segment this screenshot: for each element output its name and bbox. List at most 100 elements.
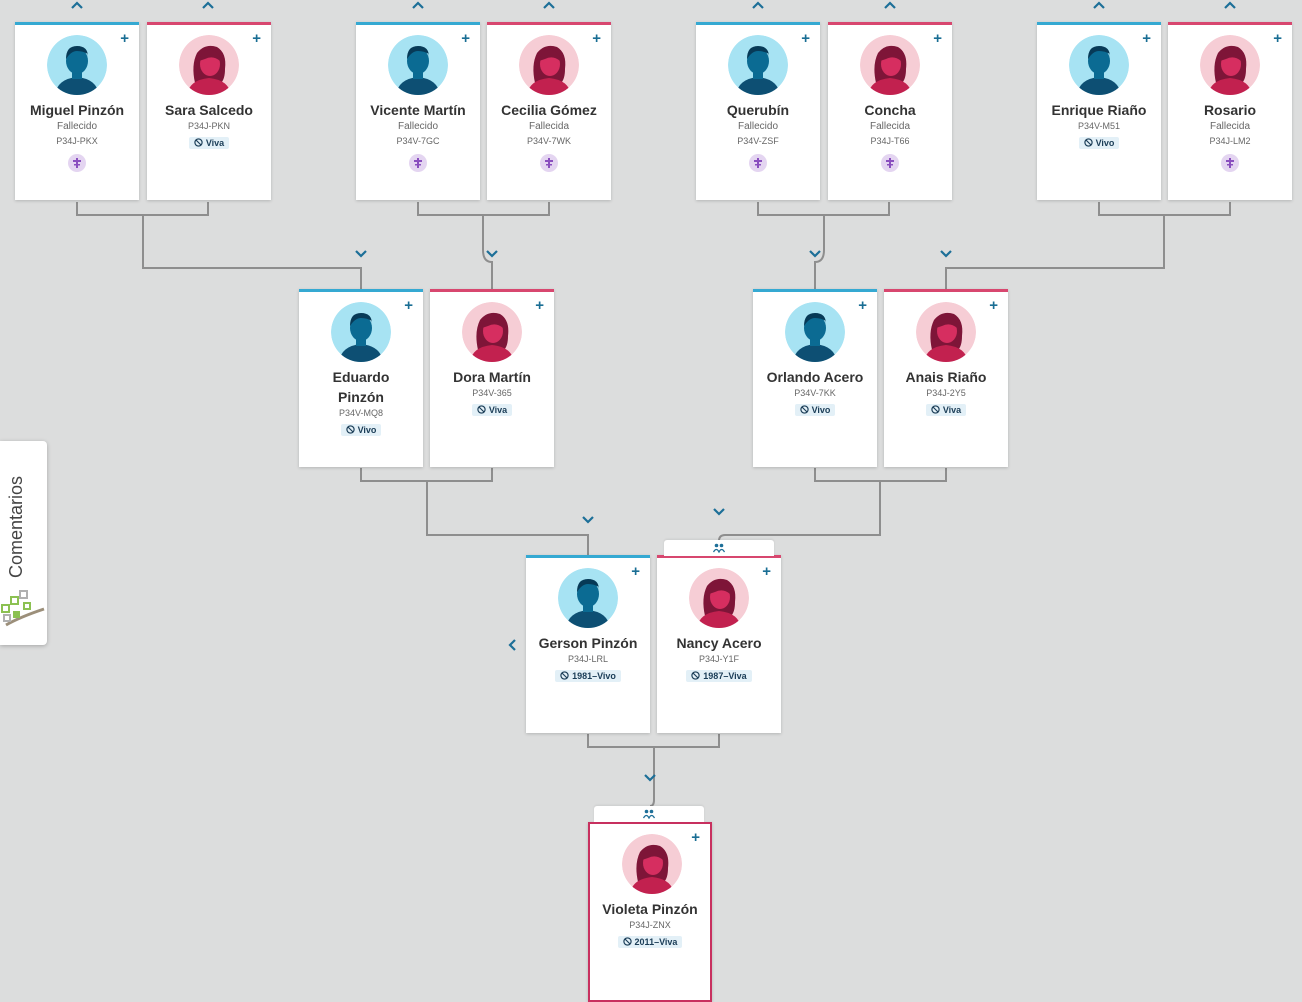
memorial-icon[interactable] [409,154,427,172]
add-relative-icon[interactable]: + [252,30,261,47]
person-id: P34V-7WK [526,136,572,146]
add-relative-icon[interactable]: + [691,829,700,846]
privacy-status-badge: Viva [188,136,230,149]
badge-text: Vivo [357,424,377,435]
couple-relationship-tab[interactable] [594,806,704,822]
person-name[interactable]: Nancy Acero [676,635,762,651]
male-avatar-icon [388,35,448,95]
chevron-down-icon[interactable] [712,507,728,519]
add-relative-icon[interactable]: + [801,30,810,47]
person-name[interactable]: Sara Salcedo [165,102,253,118]
couple-relationship-tab[interactable] [664,540,774,556]
add-relative-icon[interactable]: + [404,297,413,314]
male-avatar-icon [1069,35,1129,95]
private-icon [931,405,940,414]
person-name[interactable]: Concha [864,102,916,118]
person-name[interactable]: Miguel Pinzón [29,102,125,118]
chevron-down-icon[interactable] [581,515,597,527]
chevron-up-icon[interactable] [883,1,899,13]
chevron-up-icon[interactable] [542,1,558,13]
chevron-down-icon[interactable] [485,249,501,261]
chevron-down-icon[interactable] [643,773,659,785]
add-relative-icon[interactable]: + [461,30,470,47]
chevron-left-icon[interactable] [508,638,524,651]
add-relative-icon[interactable]: + [1142,30,1151,47]
female-avatar-icon [179,35,239,95]
add-relative-icon[interactable]: + [631,563,640,580]
private-icon [560,671,569,680]
badge-text: Vivo [1095,137,1115,148]
add-relative-icon[interactable]: + [933,30,942,47]
memorial-icon[interactable] [1221,154,1239,172]
life-status: Fallecida [869,121,911,132]
male-avatar-icon [728,35,788,95]
chevron-down-icon[interactable] [354,249,370,261]
person-id: P34V-365 [472,388,512,398]
add-relative-icon[interactable]: + [1273,30,1282,47]
couple-icon [642,809,656,820]
person-name[interactable]: Vicente Martín [370,102,466,118]
person-name[interactable]: Rosario [1203,102,1257,118]
person-id: P34V-MQ8 [338,408,384,418]
badge-text: 2011–Viva [634,936,678,947]
memorial-icon[interactable] [540,154,558,172]
add-relative-icon[interactable]: + [762,563,771,580]
memorial-icon[interactable] [881,154,899,172]
chevron-up-icon[interactable] [201,1,217,13]
add-relative-icon[interactable]: + [120,30,129,47]
comments-side-tab[interactable]: Comentarios [0,441,47,645]
chevron-up-icon[interactable] [70,1,86,13]
female-avatar-icon [860,35,920,95]
add-relative-icon[interactable]: + [858,297,867,314]
privacy-status-badge: 1987–Viva [686,669,752,682]
life-status: Fallecida [528,121,570,132]
female-avatar-icon [916,302,976,362]
person-name[interactable]: Querubín [726,102,790,118]
chevron-up-icon[interactable] [1092,1,1108,13]
chevron-down-icon[interactable] [939,249,955,261]
person-name[interactable]: Enrique Riaño [1051,102,1147,118]
person-name[interactable]: Violeta Pinzón [602,901,698,917]
person-name[interactable]: Gerson Pinzón [538,635,638,651]
life-status: Fallecido [56,121,98,132]
add-relative-icon[interactable]: + [592,30,601,47]
person-name[interactable]: Cecilia Gómez [501,102,597,118]
memorial-icon[interactable] [68,154,86,172]
chevron-up-icon[interactable] [1223,1,1239,13]
person-name[interactable]: Eduardo Pinzón [332,369,390,405]
female-avatar-icon [462,302,522,362]
person-id: P34J-LRL [567,654,609,664]
memorial-icon[interactable] [749,154,767,172]
couple-icon [712,543,726,554]
person-name[interactable]: Dora Martín [453,369,531,385]
person-name[interactable]: Orlando Acero [766,369,864,385]
person-name[interactable]: Anais Riaño [905,369,987,385]
badge-text: Viva [942,404,962,415]
male-avatar-icon [47,35,107,95]
female-avatar-icon [519,35,579,95]
privacy-status-badge: Vivo [794,403,836,416]
privacy-status-badge: Viva [471,403,513,416]
chevron-up-icon[interactable] [411,1,427,13]
chevron-up-icon[interactable] [751,1,767,13]
chevron-down-icon[interactable] [808,249,824,261]
add-relative-icon[interactable]: + [535,297,544,314]
add-relative-icon[interactable]: + [989,297,998,314]
